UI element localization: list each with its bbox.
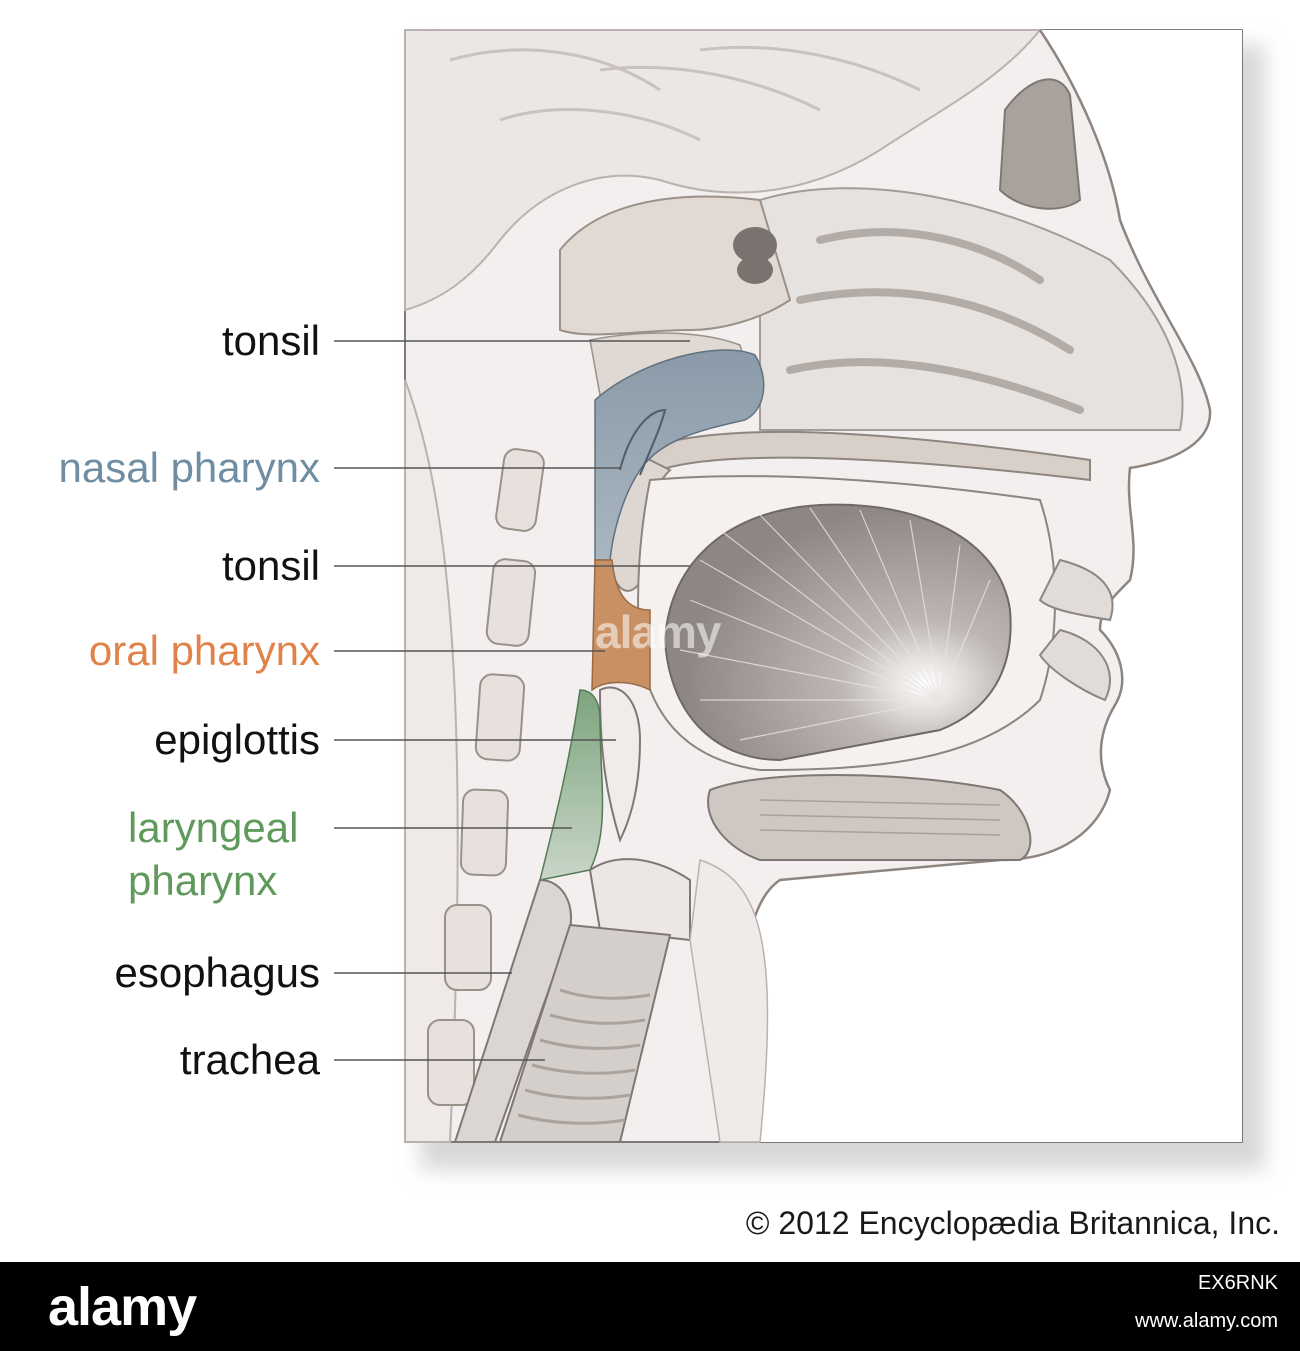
label-esophagus: esophagus xyxy=(114,949,320,996)
frontal-sinus xyxy=(998,78,1082,210)
copyright-notice: © 2012 Encyclopædia Britannica, Inc. xyxy=(745,1205,1280,1241)
image-id: EX6RNK xyxy=(1197,1272,1278,1294)
alamy-url: www.alamy.com xyxy=(1135,1310,1278,1332)
upper-lip xyxy=(1038,558,1114,622)
lower-lip xyxy=(1038,628,1111,702)
oral-pharynx-region xyxy=(591,559,651,692)
label-epiglottis: epiglottis xyxy=(154,716,320,763)
neck-front xyxy=(689,858,769,1143)
label-laryngeal-pharynx-line1: laryngeal xyxy=(128,804,299,851)
label-nasal-pharynx: nasal pharynx xyxy=(58,444,321,491)
esophagus-tube xyxy=(453,878,572,1143)
cervical-spine xyxy=(404,379,545,1143)
skull-base xyxy=(559,195,792,336)
label-tonsil-lower: tonsil xyxy=(221,542,320,589)
label-oral-pharynx: oral pharynx xyxy=(88,627,320,674)
tongue xyxy=(663,503,1012,762)
label-trachea: trachea xyxy=(179,1036,320,1083)
tracheal-rings xyxy=(517,988,651,1125)
label-laryngeal-pharynx-line2: pharynx xyxy=(128,857,278,904)
face-profile xyxy=(720,30,1242,1142)
leader-lines xyxy=(334,340,690,1061)
epiglottis-shape xyxy=(598,686,642,843)
alamy-logo: alamy xyxy=(48,1277,197,1337)
larynx xyxy=(588,858,691,942)
watermark-footer-bar: alamy EX6RNK www.alamy.com xyxy=(0,1262,1300,1351)
watermark-text: alamy xyxy=(595,606,721,658)
brain-region xyxy=(404,29,1043,312)
trachea-tube xyxy=(498,923,672,1143)
tongue-muscle-fibers xyxy=(679,507,991,741)
nasal-pharynx-region xyxy=(594,349,765,561)
label-tonsil-upper: tonsil xyxy=(221,317,320,364)
hard-palate xyxy=(638,430,1091,482)
laryngeal-pharynx-region xyxy=(538,689,604,881)
